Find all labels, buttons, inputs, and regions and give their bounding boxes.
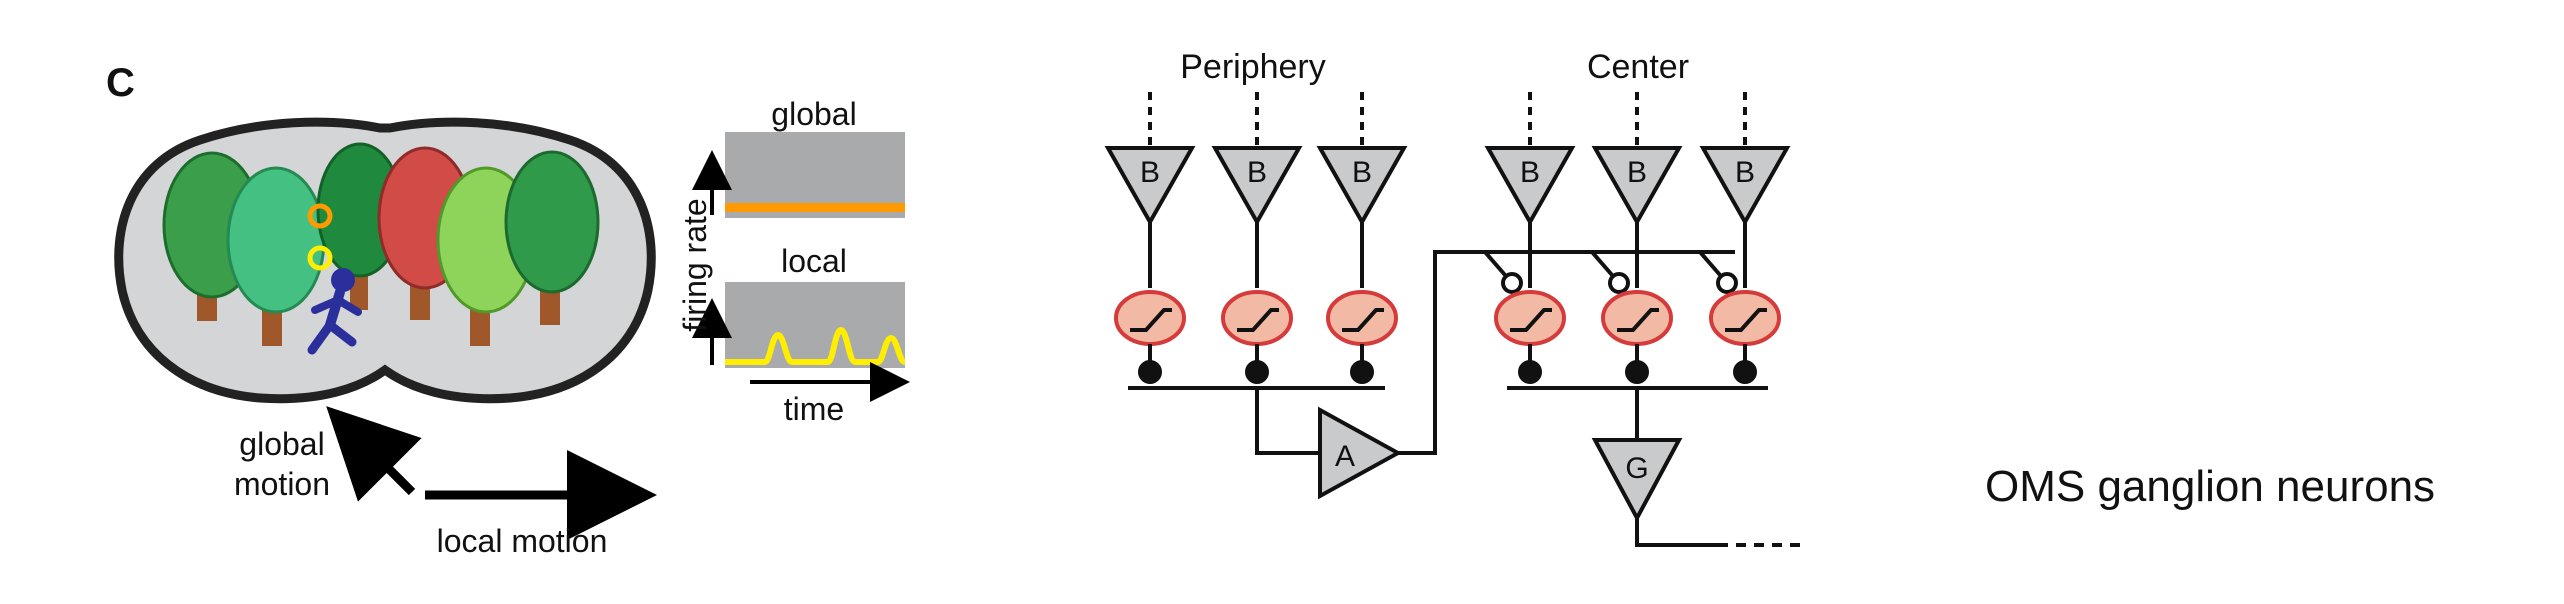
center-bipolars	[1484, 92, 1791, 288]
y-axis-label: firing rate	[677, 198, 713, 331]
global-motion-arrow	[326, 406, 422, 502]
plot-global-title: global	[771, 96, 856, 132]
bipolar-label-c3: B	[1735, 156, 1755, 189]
bipolar-label-p3: B	[1352, 156, 1372, 189]
bipolar-label-c1: B	[1520, 156, 1540, 189]
orange-ring-icon	[307, 203, 333, 229]
ganglion-output	[1635, 518, 1800, 547]
plot-local-panel	[725, 282, 905, 368]
center-label: Center	[1587, 48, 1689, 86]
amacrine-label: A	[1335, 440, 1355, 473]
firing-rate-plots: global local firing rate time	[677, 96, 910, 427]
local-trace	[725, 326, 907, 365]
tree-6	[504, 150, 600, 325]
runner-figure	[307, 268, 362, 355]
periphery-bipolars	[1104, 92, 1408, 288]
global-trace	[725, 203, 905, 212]
yellow-ring-icon	[307, 245, 333, 271]
bipolar-label-p2: B	[1247, 156, 1267, 189]
circuit-diagram: Periphery Center B B B	[1104, 48, 1800, 547]
terminals	[1128, 344, 1768, 455]
ganglion-cell	[1591, 438, 1683, 523]
inhibitory-wiring	[1398, 250, 1738, 455]
ganglion-label: G	[1625, 452, 1648, 485]
receptive-field-scene	[114, 117, 656, 404]
caption: OMS ganglion neurons	[1985, 462, 2436, 511]
bipolar-label-c2: B	[1627, 156, 1647, 189]
global-motion-label-1: global	[239, 426, 324, 462]
periphery-label: Periphery	[1180, 48, 1326, 86]
global-motion-label-2: motion	[234, 466, 330, 502]
motion-arrows: global motion local motion	[234, 406, 657, 559]
amacrine-cell	[1318, 406, 1403, 500]
synapses	[1114, 290, 1781, 346]
bipolar-label-p1: B	[1140, 156, 1160, 189]
x-axis-label: time	[784, 391, 844, 427]
panel-letter: C	[106, 61, 135, 105]
plot-local-title: local	[781, 243, 847, 279]
local-motion-label: local motion	[437, 523, 608, 559]
